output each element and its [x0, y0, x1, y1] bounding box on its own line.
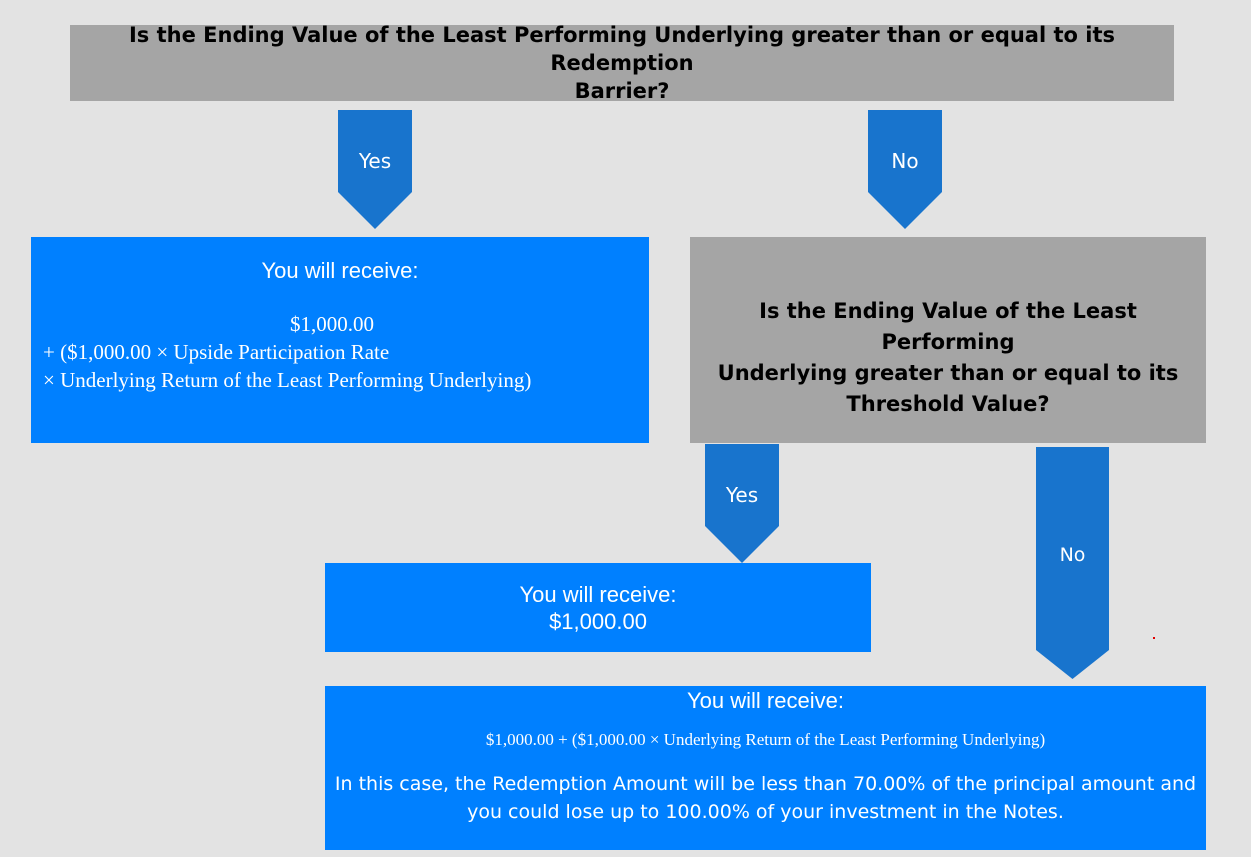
outcome-loss-note-line2: you could lose up to 100.00% of your inv… — [467, 801, 1064, 823]
arrow-yes-1-shape — [338, 110, 412, 229]
outcome-upside-heading: You will receive: — [261, 258, 419, 283]
arrow-no-1: No — [868, 110, 942, 229]
question-threshold-line3: Threshold Value? — [846, 392, 1050, 416]
outcome-upside-box: You will receive: $1,000.00 + ($1,000.00… — [31, 237, 649, 443]
question-threshold-line1: Is the Ending Value of the Least Perform… — [759, 299, 1137, 354]
stray-red-dot — [1153, 637, 1155, 639]
outcome-par-heading: You will receive: — [519, 581, 677, 607]
outcome-loss-note: In this case, the Redemption Amount will… — [335, 770, 1196, 826]
question-threshold-value: Is the Ending Value of the Least Perform… — [690, 237, 1206, 443]
outcome-upside-line2: + ($1,000.00 × Upside Participation Rate — [43, 340, 390, 364]
outcome-loss-heading: You will receive: — [687, 688, 844, 713]
arrow-no-1-shape — [868, 110, 942, 229]
outcome-loss-box: You will receive: $1,000.00 + ($1,000.00… — [325, 686, 1206, 850]
question-redemption-barrier-line1: Is the Ending Value of the Least Perform… — [128, 23, 1115, 75]
outcome-upside-formula: $1,000.00 + ($1,000.00 × Upside Particip… — [31, 310, 649, 394]
outcome-par-amount: $1,000.00 — [549, 608, 647, 634]
outcome-loss-formula: $1,000.00 + ($1,000.00 × Underlying Retu… — [485, 730, 1046, 749]
outcome-loss-note-line1: In this case, the Redemption Amount will… — [334, 773, 1197, 795]
arrow-yes-2: Yes — [705, 444, 779, 563]
arrow-no-2-shape — [1036, 447, 1109, 679]
question-threshold-line2: Underlying greater than or equal to its — [717, 361, 1179, 385]
arrow-no-2: No — [1036, 447, 1109, 679]
outcome-upside-line1: $1,000.00 — [290, 312, 374, 336]
arrow-no-2-label: No — [1059, 544, 1086, 566]
arrow-no-1-label: No — [891, 149, 919, 173]
outcome-par-box: You will receive: $1,000.00 — [325, 563, 871, 652]
question-redemption-barrier: Is the Ending Value of the Least Perform… — [70, 23, 1174, 103]
question-redemption-barrier-line2: Barrier? — [574, 79, 670, 103]
arrow-yes-2-label: Yes — [725, 483, 759, 507]
outcome-upside-line3: × Underlying Return of the Least Perform… — [43, 368, 532, 392]
arrow-yes-1: Yes — [338, 110, 412, 229]
arrow-yes-1-label: Yes — [358, 149, 392, 173]
arrow-yes-2-shape — [705, 444, 779, 563]
